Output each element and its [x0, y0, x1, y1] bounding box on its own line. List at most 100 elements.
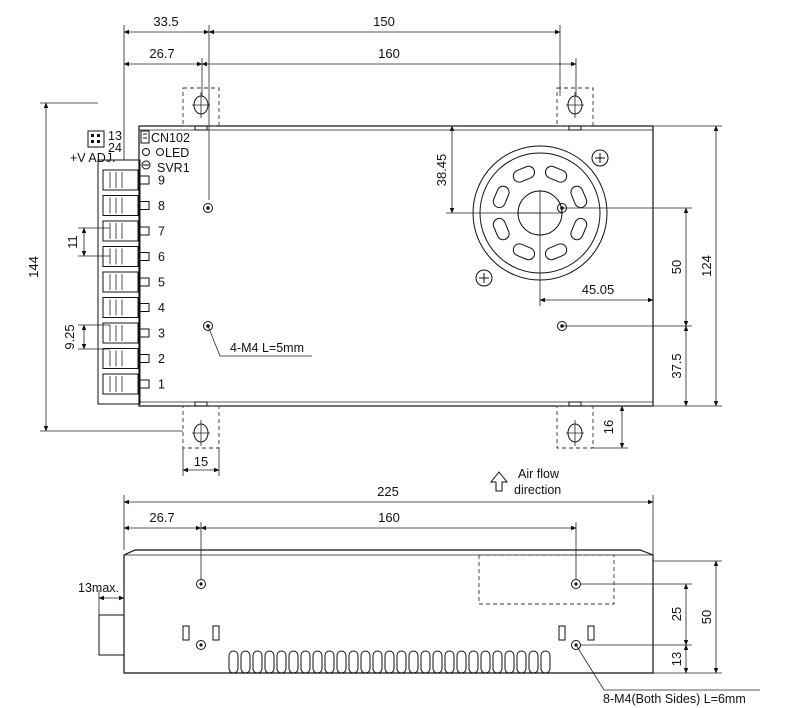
terminal-1: 1: [102, 373, 165, 395]
led-indicator: [142, 148, 150, 156]
terminal-label-8: 8: [158, 199, 165, 213]
terminal-block: 9 8 7 6 5 4 3 2 1: [97, 159, 165, 405]
vent-slot: [396, 650, 407, 674]
side-chassis: [123, 549, 654, 674]
vent-slot: [300, 650, 311, 674]
vent-slot: [504, 650, 515, 674]
terminal-label-7: 7: [158, 225, 165, 239]
vent-slot: [516, 650, 527, 674]
vent-slot: [432, 650, 443, 674]
svr-potentiometer: [141, 160, 151, 170]
vent-slot: [228, 650, 239, 674]
terminal-label-2: 2: [158, 352, 165, 366]
side-screw-note: 8-M4(Both Sides) L=6mm: [603, 692, 746, 706]
screw-note-top: 4-M4 L=5mm: [230, 341, 304, 355]
dim-124: 124: [699, 255, 714, 277]
side-dim-26-7: 26.7: [149, 510, 174, 525]
airflow-indicator: Air flow direction: [489, 467, 561, 497]
terminal-4: 4: [102, 297, 165, 318]
vent-slot: [372, 650, 383, 674]
terminal-label-1: 1: [158, 378, 165, 392]
terminal-8: 8: [102, 195, 165, 216]
vent-slot: [540, 650, 551, 674]
terminal-2: 2: [102, 348, 165, 369]
dim-16: 16: [601, 420, 616, 434]
terminal-label-9: 9: [158, 174, 165, 188]
cn-pin-count-top: 13: [108, 129, 122, 143]
fan-slot: [512, 243, 536, 261]
side-dim-160: 160: [378, 510, 400, 525]
dim-50: 50: [669, 260, 684, 274]
side-dim-50: 50: [699, 610, 714, 624]
vent-slot: [324, 650, 335, 674]
side-dimensions: [98, 495, 760, 691]
terminal-3: 3: [102, 322, 165, 344]
side-dim-13max: 13max.: [78, 581, 119, 595]
side-screws: [182, 579, 595, 650]
fan-slot: [492, 217, 510, 241]
dim-160: 160: [378, 46, 400, 61]
vent-slot: [348, 650, 359, 674]
fan-slot: [570, 185, 588, 209]
led-label: LED: [165, 146, 189, 160]
vent-slot: [468, 650, 479, 674]
cn-pin-count-bottom: 24: [108, 141, 122, 155]
dim-26-7: 26.7: [149, 46, 174, 61]
vent-slot: [420, 650, 431, 674]
vent-slot: [360, 650, 371, 674]
dim-150: 150: [373, 14, 395, 29]
vent-slot: [444, 650, 455, 674]
airflow-line1: Air flow: [518, 467, 560, 481]
vent-slot: [276, 650, 287, 674]
chassis-outline: [138, 125, 654, 407]
vent-slot: [492, 650, 503, 674]
fan-slot: [544, 165, 568, 183]
v-adj-label: +V ADJ.: [70, 151, 116, 165]
vent-slot: [252, 650, 263, 674]
dim-9-25: 9.25: [62, 324, 77, 349]
vent-slot: [408, 650, 419, 674]
side-dim-25: 25: [669, 607, 684, 621]
dim-144: 144: [26, 256, 41, 278]
terminal-label-4: 4: [158, 301, 165, 315]
side-connector: [98, 614, 125, 656]
mounting-brackets: [182, 87, 594, 449]
terminal-5: 5: [102, 271, 165, 293]
fan-guard: [472, 145, 609, 287]
vent-slot: [384, 650, 395, 674]
fan-area: [478, 554, 615, 605]
airflow-line2: direction: [514, 483, 561, 497]
vent-slot: [288, 650, 299, 674]
dim-11: 11: [65, 235, 80, 249]
fan-slot: [544, 243, 568, 261]
terminal-label-3: 3: [158, 327, 165, 341]
terminal-7: 7: [102, 220, 165, 242]
vent-slot: [240, 650, 251, 674]
side-dim-225: 225: [377, 484, 399, 499]
vent-slot: [336, 650, 347, 674]
top-dimensions: [40, 25, 722, 476]
svr-label: SVR1: [157, 161, 190, 175]
dim-15: 15: [194, 454, 208, 469]
fan-slot: [512, 165, 536, 183]
side-view: 225 26.7 160 50 25 13 13max. 8-M4(Both S…: [78, 484, 760, 706]
fan-slot: [492, 185, 510, 209]
vent-slot: [456, 650, 467, 674]
terminal-label-5: 5: [158, 276, 165, 290]
dim-33-5: 33.5: [153, 14, 178, 29]
terminal-6: 6: [102, 246, 165, 267]
fan-slot: [570, 217, 588, 241]
terminal-label-6: 6: [158, 250, 165, 264]
connector-cn102: [87, 130, 150, 148]
vent-slot: [264, 650, 275, 674]
dim-38-45: 38.45: [434, 154, 449, 187]
dim-37-5: 37.5: [669, 353, 684, 378]
vent-slot: [528, 650, 539, 674]
vent-slots: [228, 650, 551, 674]
vent-slot: [480, 650, 491, 674]
dim-45-05: 45.05: [582, 282, 615, 297]
arrow-up-icon: [489, 471, 509, 492]
side-dim-13: 13: [669, 652, 684, 666]
